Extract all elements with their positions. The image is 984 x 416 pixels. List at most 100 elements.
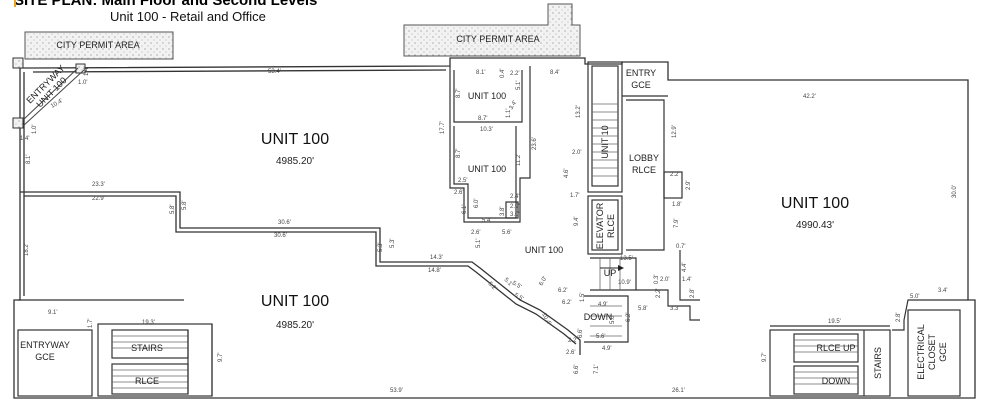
dim-label: 17.7' (440, 121, 446, 134)
title-accent-bar (14, 0, 16, 7)
label-entry-gce-1: ENTRY (626, 68, 656, 78)
dim-label: 6.2' (626, 313, 632, 323)
dim-label: 22.9' (92, 196, 105, 202)
dim-label: 2.2' (510, 71, 520, 77)
dim-label: 30.6' (278, 220, 291, 226)
label-unit-small-2: UNIT 100 (468, 164, 506, 174)
dim-label: 9.7' (218, 353, 224, 363)
label-permit-left: CITY PERMIT AREA (56, 40, 139, 50)
dim-label: 1.4' (682, 277, 692, 283)
dim-label: 8.4' (550, 70, 560, 76)
dim-label: 3.0' (510, 212, 520, 218)
dim-label: 1.7' (88, 319, 94, 329)
dim-label: 13.2' (576, 105, 582, 118)
permit-area-left (24, 31, 174, 60)
building-outline (13, 57, 976, 399)
label-lobby-2: RLCE (632, 165, 656, 175)
dim-label: 1.4' (20, 136, 30, 142)
dim-label: 14.3' (430, 255, 443, 261)
label-entryway-gce-2: GCE (35, 352, 55, 362)
dim-label: 13.5' (620, 256, 633, 262)
dim-label: 2.0' (572, 150, 582, 156)
dim-label: 3.4' (509, 100, 519, 111)
stair-elevator-core (584, 61, 700, 343)
plan-labels: CITY PERMIT AREA CITY PERMIT AREA ENTRYW… (20, 34, 948, 386)
dim-label: 10.3' (480, 127, 493, 133)
label-stairs-right: STAIRS (873, 347, 883, 379)
label-unit-right: UNIT 100 (781, 195, 849, 212)
entryway-unit-corner (12, 57, 86, 129)
dim-label: 2.2' (568, 338, 578, 344)
label-electrical-3: GCE (938, 342, 948, 362)
plan-subtitle: Unit 100 - Retail and Office (110, 9, 266, 24)
dim-label: 3.8' (500, 207, 506, 217)
label-electrical-2: CLOSET (927, 333, 937, 370)
dim-label: 1.8' (672, 202, 682, 208)
dim-label: 30.6' (274, 233, 287, 239)
dim-label: 10.9' (618, 280, 631, 286)
dim-label: 5.6' (502, 230, 512, 236)
label-stairs-left: STAIRS (131, 343, 163, 353)
dim-label: 5.5' (513, 293, 524, 303)
dim-label: 4.9' (598, 302, 608, 308)
dim-label: 9.4' (574, 217, 580, 227)
dim-label: 6.2' (562, 300, 572, 306)
label-entryway-gce-1: ENTRYWAY (20, 340, 70, 350)
dim-label: 2.9' (686, 181, 692, 191)
dim-label: 8.7' (456, 89, 462, 99)
dim-label: 19.5' (828, 319, 841, 325)
label-unit-main-top: UNIT 100 (261, 131, 329, 148)
dim-label: 18.2' (24, 243, 30, 256)
dim-label: 30.0' (952, 185, 958, 198)
dimension-labels: 53.4' 1.0' 1.4' 10.4' 1.0' 1.4' 8.1' 8.1… (20, 67, 958, 395)
dim-label: 3.4' (938, 288, 948, 294)
label-rlce-left: RLCE (135, 376, 159, 386)
dim-label: 10.4' (540, 312, 552, 326)
dim-label: 8.1' (476, 70, 486, 76)
dim-label: 0.4' (500, 69, 506, 79)
dim-label: 5.6' (596, 334, 606, 340)
dim-label: 7.1' (594, 365, 600, 375)
label-down: DOWN (584, 312, 613, 322)
plan-title-text: SITE PLAN: Main Floor and Second Levels (14, 0, 318, 9)
dim-label: 5.8' (170, 205, 176, 215)
dim-label: 4.9' (602, 346, 612, 352)
dim-label: 12.9' (672, 125, 678, 138)
dim-label: 6.0' (474, 199, 480, 209)
label-electrical-1: ELECTRICAL (916, 324, 926, 380)
dim-label: 5.8' (182, 201, 188, 211)
label-unit-small-1: UNIT 100 (468, 91, 506, 101)
dim-label: 23.3' (92, 182, 105, 188)
dim-label: 0.3' (654, 275, 660, 285)
label-elevator-1: ELEVATOR (595, 202, 605, 249)
dim-label: 9.7' (762, 353, 768, 363)
dim-label: 10.4' (50, 98, 64, 110)
dim-label: 0.7' (676, 244, 686, 250)
plan-title: SITE PLAN: Main Floor and Second Levels (14, 0, 317, 9)
dim-label: 53.4' (268, 69, 281, 75)
dim-label: 6.1' (462, 205, 468, 215)
label-rlce-up: RLCE UP (816, 343, 855, 353)
dim-label: 8.7' (478, 116, 488, 122)
dim-label: 5.4' (482, 218, 492, 224)
dim-label: 1.7' (570, 193, 580, 199)
dim-label: 2.6' (471, 230, 481, 236)
label-unit-mid: UNIT 100 (525, 245, 563, 255)
lower-left-core (17, 323, 213, 397)
dim-label: 8.7' (456, 149, 462, 159)
dim-label: 4.4' (682, 263, 688, 273)
dim-label: 6.6' (578, 329, 584, 339)
dim-label: 23.6' (532, 137, 538, 150)
dim-label: 6.6' (574, 365, 580, 375)
permit-area-right (403, 3, 581, 57)
label-area-right: 4990.43' (796, 220, 834, 231)
dim-label: 8.1' (26, 155, 32, 165)
dim-label: 11.2' (516, 154, 522, 166)
label-down-right: DOWN (822, 376, 851, 386)
label-elevator-2: RLCE (606, 214, 616, 238)
dim-label: 5.1' (516, 81, 522, 91)
dim-label: 1.1' (506, 109, 512, 119)
dim-label: 26.1' (672, 388, 685, 394)
dim-label: 2.6' (566, 350, 576, 356)
